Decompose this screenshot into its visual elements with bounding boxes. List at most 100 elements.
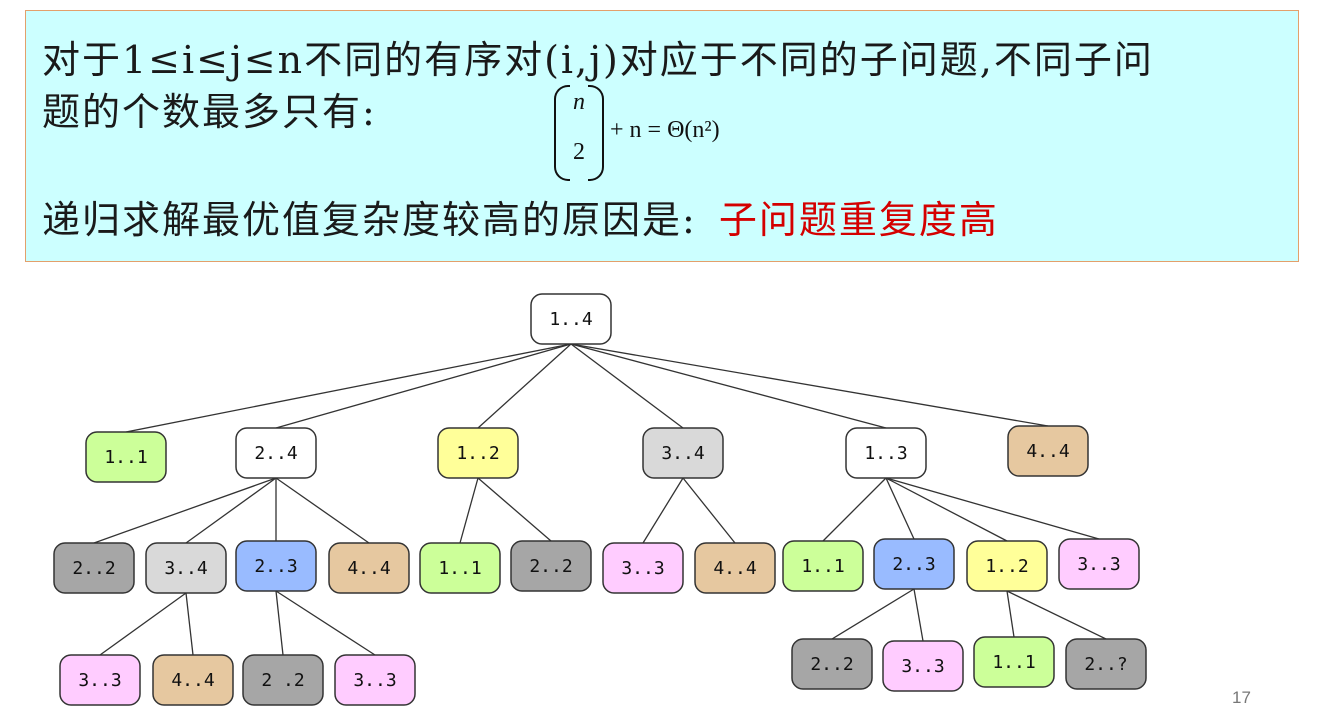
tree-node-box (419, 542, 501, 594)
tree-edges (93, 343, 1107, 656)
tree-edge (885, 477, 1100, 540)
tree-edge (885, 477, 915, 540)
tree-node-n3-3c: 3..3 (59, 654, 141, 706)
tree-node-n3-3b: 3..3 (1058, 538, 1140, 590)
tree-node-n2-2d: 2..2 (791, 638, 873, 690)
tree-node-box (328, 542, 410, 594)
tree-node-n1-1d: 1..1 (973, 636, 1055, 688)
tree-node-label: 3..3 (901, 656, 944, 677)
left-paren (554, 85, 570, 181)
tree-edge (913, 588, 924, 642)
tree-edge (477, 343, 572, 429)
tree-node-box (602, 542, 684, 594)
tree-node-label: 3..4 (164, 558, 207, 579)
tree-node-n2-2c: 2 .2 (242, 654, 324, 706)
tree-node-n3-3d: 3..3 (334, 654, 416, 706)
tree-node-box (242, 654, 324, 706)
tree-node-box (694, 542, 776, 594)
tree-node-label: 1..4 (549, 309, 592, 330)
tree-node-label: 2 .2 (261, 670, 304, 691)
tree-node-label: 4..4 (1026, 441, 1069, 462)
tree-edge (275, 343, 572, 429)
tree-node-box (966, 540, 1048, 592)
subproblem-count-formula: n 2 + n = Θ(n²) (554, 83, 794, 183)
tree-node-box (530, 293, 612, 345)
tree-edge (125, 343, 572, 433)
formula-rest: + n = Θ(n²) (610, 117, 720, 143)
tree-node-label: 4..4 (713, 558, 756, 579)
binom-top: n (573, 89, 585, 115)
tree-node-box (510, 540, 592, 592)
tree-node-label: 4..4 (171, 670, 214, 691)
tree-node-label: 2..? (1084, 654, 1127, 675)
tree-edge (275, 477, 370, 544)
tree-node-label: 2..3 (892, 554, 935, 575)
tree-node-n4-4c: 4..4 (694, 542, 776, 594)
tree-node-box (973, 636, 1055, 688)
tree-node-n1-3: 1..3 (845, 427, 927, 479)
tree-node-box (782, 540, 864, 592)
tree-node-box (437, 427, 519, 479)
tree-edge (459, 477, 479, 544)
tree-node-label: 2..2 (810, 654, 853, 675)
tree-edge (93, 477, 277, 544)
tree-node-label: 2..2 (529, 556, 572, 577)
tree-node-box (53, 542, 135, 594)
tree-node-n3-3a: 3..3 (602, 542, 684, 594)
statement-line-2: 题的个数最多只有: (42, 90, 377, 134)
tree-node-box (845, 427, 927, 479)
tree-node-label: 1..1 (992, 652, 1035, 673)
tree-node-label: 3..3 (621, 558, 664, 579)
statement-line-3: 递归求解最优值复杂度较高的原因是: 子问题重复度高 (42, 189, 999, 244)
reason-answer: 子问题重复度高 (718, 198, 999, 242)
tree-node-n3-4b: 3..4 (145, 542, 227, 594)
tree-node-box (145, 542, 227, 594)
tree-edge (885, 477, 1008, 542)
tree-node-n1-4: 1..4 (530, 293, 612, 345)
tree-node-label: 2..4 (254, 443, 297, 464)
tree-node-box (642, 427, 724, 479)
tree-node-box (873, 538, 955, 590)
tree-node-box (85, 431, 167, 483)
tree-node-box (235, 540, 317, 592)
tree-edge (570, 343, 684, 429)
tree-node-n1-1a: 1..1 (85, 431, 167, 483)
tree-node-label: 1..1 (801, 556, 844, 577)
tree-node-box (152, 654, 234, 706)
tree-node-n2-3a: 2..3 (235, 540, 317, 592)
tree-node-n4-4a: 4..4 (1007, 425, 1089, 477)
tree-edge (99, 592, 187, 656)
tree-edge (275, 590, 284, 656)
tree-node-label: 1..3 (864, 443, 907, 464)
tree-node-label: 1..1 (104, 447, 147, 468)
reason-prefix: 递归求解最优值复杂度较高的原因是: (42, 198, 697, 242)
tree-nodes: 1..4 1..1 2..4 1..2 3..4 1..3 4..4 2..2 3..4 2..3… (53, 293, 1147, 706)
tree-edge (185, 477, 277, 544)
tree-node-label: 3..3 (1077, 554, 1120, 575)
tree-node-label: 1..2 (985, 556, 1028, 577)
tree-edge (1006, 590, 1107, 640)
tree-node-n2-2a: 2..2 (53, 542, 135, 594)
statement-line-1: 对于1≤i≤j≤n不同的有序对(i,j)对应于不同的子问题,不同子问 (42, 38, 1154, 82)
tree-node-box (235, 427, 317, 479)
tree-edge (1006, 590, 1015, 638)
tree-node-label: 4..4 (347, 558, 390, 579)
tree-edge (682, 477, 736, 544)
tree-edge (822, 477, 887, 542)
tree-node-n2-3b: 2..3 (873, 538, 955, 590)
tree-node-label: 3..4 (661, 443, 704, 464)
tree-edge (831, 588, 915, 640)
tree-node-n4-4b: 4..4 (328, 542, 410, 594)
tree-node-box (1058, 538, 1140, 590)
tree-node-label: 2..2 (72, 558, 115, 579)
tree-edge (570, 343, 1049, 427)
tree-edge (570, 343, 887, 429)
tree-node-n4-4d: 4..4 (152, 654, 234, 706)
tree-node-box (334, 654, 416, 706)
tree-edge (642, 477, 684, 544)
tree-node-n3-3e: 3..3 (882, 640, 964, 692)
tree-node-box (882, 640, 964, 692)
tree-node-label: 2..3 (254, 556, 297, 577)
page-number: 17 (1232, 688, 1251, 707)
tree-node-label: 1..2 (456, 443, 499, 464)
